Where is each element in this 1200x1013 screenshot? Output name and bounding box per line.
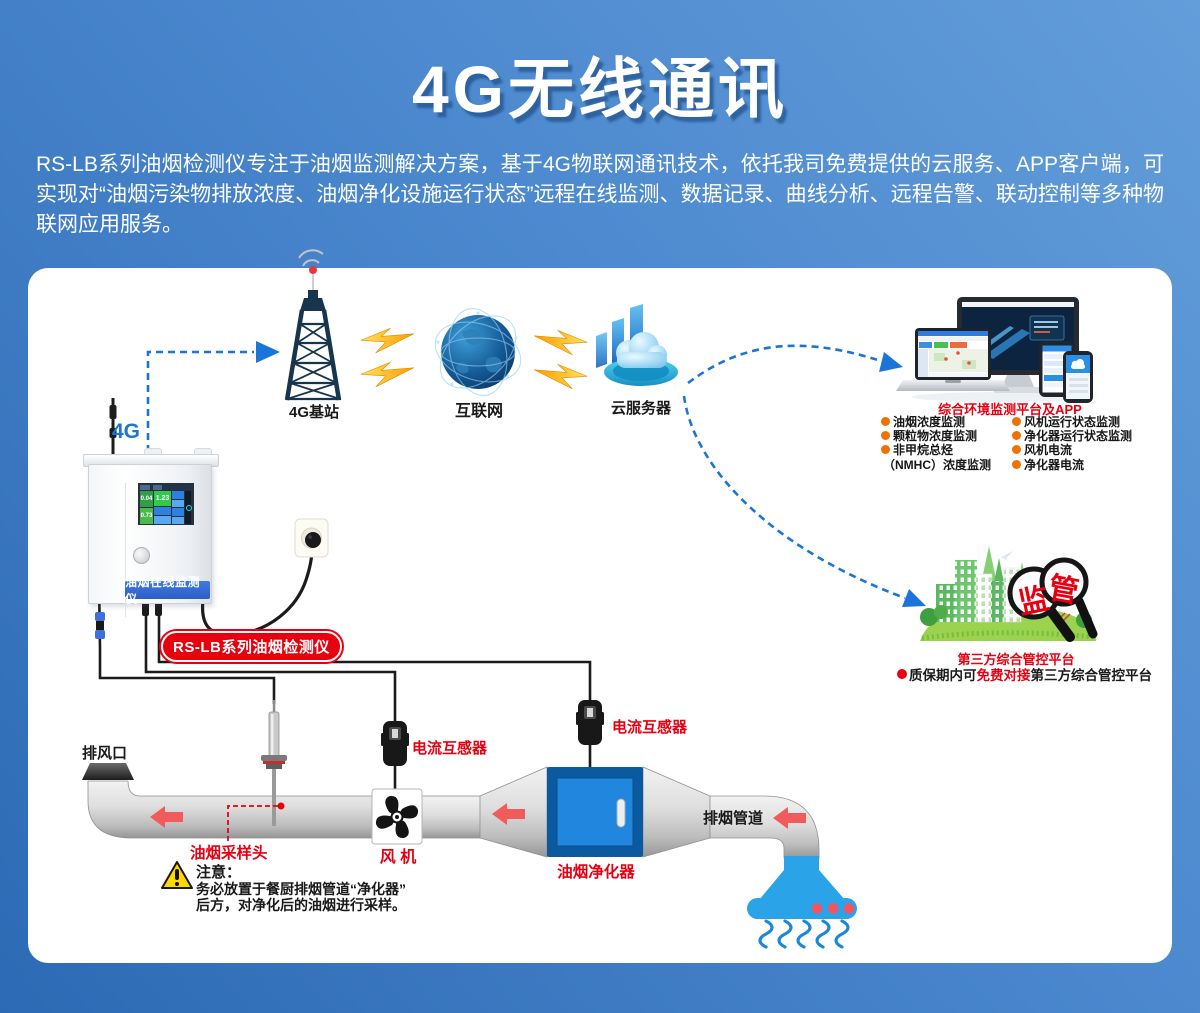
mount-ear bbox=[144, 448, 162, 458]
sampling-head-label: 油烟采样头 bbox=[190, 845, 268, 862]
screen-value: 0.73 bbox=[140, 508, 153, 524]
cable-fittings bbox=[95, 600, 162, 639]
purifier-label: 油烟净化器 bbox=[557, 864, 635, 881]
internet-globe-icon bbox=[434, 308, 522, 396]
device-4g-label: 4G bbox=[112, 420, 141, 443]
notice-line1: 务必放置于餐厨排烟管道“净化器” bbox=[196, 881, 406, 897]
internet-label: 互联网 bbox=[454, 403, 503, 420]
bullet-dot-icon bbox=[881, 445, 890, 455]
list-item: 风机电流 bbox=[1012, 443, 1132, 457]
ct-clamp-right-icon bbox=[576, 700, 604, 745]
ct-left-label: 电流互感器 bbox=[412, 740, 488, 757]
airplane-icon bbox=[1001, 551, 1013, 562]
screen-value: 0.04 bbox=[140, 491, 153, 507]
bullet-dot-icon bbox=[1012, 459, 1021, 469]
ct-right-label: 电流互感器 bbox=[612, 719, 688, 736]
page-description: RS-LB系列油烟检测仪专注于油烟监测解决方案，基于4G物联网通讯技术，依托我司… bbox=[36, 153, 1164, 236]
bullet-dot-icon bbox=[1012, 445, 1021, 455]
lightning-bolts bbox=[360, 328, 588, 390]
cloud-server-icon bbox=[596, 304, 678, 386]
door-seam bbox=[125, 483, 126, 617]
bullet-dot-icon bbox=[897, 669, 907, 679]
base-station-icon bbox=[284, 249, 342, 401]
platform-items-right: 风机运行状态监测 净化器运行状态监测 风机电流 净化器电流 bbox=[1012, 414, 1132, 472]
pipe-left bbox=[87, 780, 374, 839]
bullet-dot-icon bbox=[1012, 416, 1021, 426]
platform-devices bbox=[896, 297, 1093, 403]
page-title: 4G无线通讯 bbox=[411, 52, 789, 126]
notice-line2: 后方，对净化后的油烟进行采样。 bbox=[196, 897, 406, 913]
phone-icon bbox=[1063, 351, 1093, 403]
ct-clamp-left-icon bbox=[381, 721, 409, 766]
device-body: 0.04 0.73 1.23 油烟在线监测仪 bbox=[88, 464, 212, 617]
sampling-probe-icon bbox=[261, 700, 287, 826]
arrowhead-to-tower bbox=[256, 341, 280, 363]
list-item: 非甲烷总烃 bbox=[881, 443, 991, 457]
list-item: 油烟浓度监测 bbox=[881, 414, 991, 429]
link-cloud-to-thirdparty bbox=[682, 395, 906, 600]
kitchen-hood-icon bbox=[747, 856, 857, 949]
platform-items-left: 油烟浓度监测 颗粒物浓度监测 非甲烷总烃 （NMHC）浓度监测 bbox=[881, 414, 991, 472]
mount-ear bbox=[194, 448, 212, 458]
list-item: 风机运行状态监测 bbox=[1012, 414, 1132, 429]
list-item: 净化器运行状态监测 bbox=[1012, 428, 1132, 443]
bullet-dot-icon bbox=[881, 416, 890, 426]
link-cloud-to-platform bbox=[687, 344, 885, 385]
warning-icon bbox=[161, 861, 193, 889]
purifier-icon bbox=[547, 767, 643, 857]
screen-sidebar bbox=[185, 491, 192, 524]
screen-value: 1.23 bbox=[154, 491, 171, 506]
arrowhead-to-platform bbox=[879, 352, 903, 372]
cloud-server-label: 云服务器 bbox=[610, 400, 671, 417]
thirdparty-city bbox=[920, 537, 1098, 642]
pipe-mid bbox=[419, 795, 483, 839]
thirdparty-note: 质保期内可免费对接第三方综合管控平台 bbox=[897, 664, 1152, 684]
magnifier-right-icon bbox=[1039, 557, 1098, 639]
device-series-tag: RS-LB系列油烟检测仪 bbox=[161, 631, 342, 662]
device-screen: 0.04 0.73 1.23 bbox=[138, 483, 194, 525]
thirdparty-title: 第三方综合管控平台 bbox=[957, 652, 1075, 667]
base-station-label: 4G基站 bbox=[288, 404, 339, 421]
flow-arrows bbox=[150, 803, 806, 829]
exhaust-outlet-label: 排风口 bbox=[82, 745, 128, 762]
list-item: （NMHC）浓度监测 bbox=[883, 457, 991, 472]
link-device-to-tower bbox=[146, 350, 254, 464]
notice-title: 注意： bbox=[196, 864, 242, 881]
device-band-label: 油烟在线监测仪 bbox=[125, 575, 210, 606]
platform-title: 综合环境监测平台及APP bbox=[938, 402, 1082, 417]
laptop-icon bbox=[896, 328, 1010, 391]
bullet-dot-icon bbox=[881, 430, 890, 440]
list-item: 颗粒物浓度监测 bbox=[881, 428, 991, 443]
pipe-contractor bbox=[642, 766, 711, 858]
fan-icon bbox=[371, 788, 423, 845]
pipe-label: 排烟管道 bbox=[703, 810, 764, 827]
status-led bbox=[186, 505, 192, 511]
list-item: 净化器电流 bbox=[1012, 457, 1132, 472]
steam-icon bbox=[758, 919, 850, 949]
arrowhead-to-thirdparty bbox=[902, 589, 926, 607]
power-socket-icon bbox=[294, 518, 329, 558]
device-knob bbox=[133, 547, 150, 564]
sampling-callout-line bbox=[227, 805, 278, 841]
exhaust-outlet-icon bbox=[82, 763, 134, 780]
fan-label: 风 机 bbox=[379, 849, 417, 866]
screen-header bbox=[140, 485, 192, 490]
bullet-dot-icon bbox=[1012, 430, 1021, 440]
monitoring-device: 0.04 0.73 1.23 油烟在线监测仪 bbox=[83, 448, 219, 617]
